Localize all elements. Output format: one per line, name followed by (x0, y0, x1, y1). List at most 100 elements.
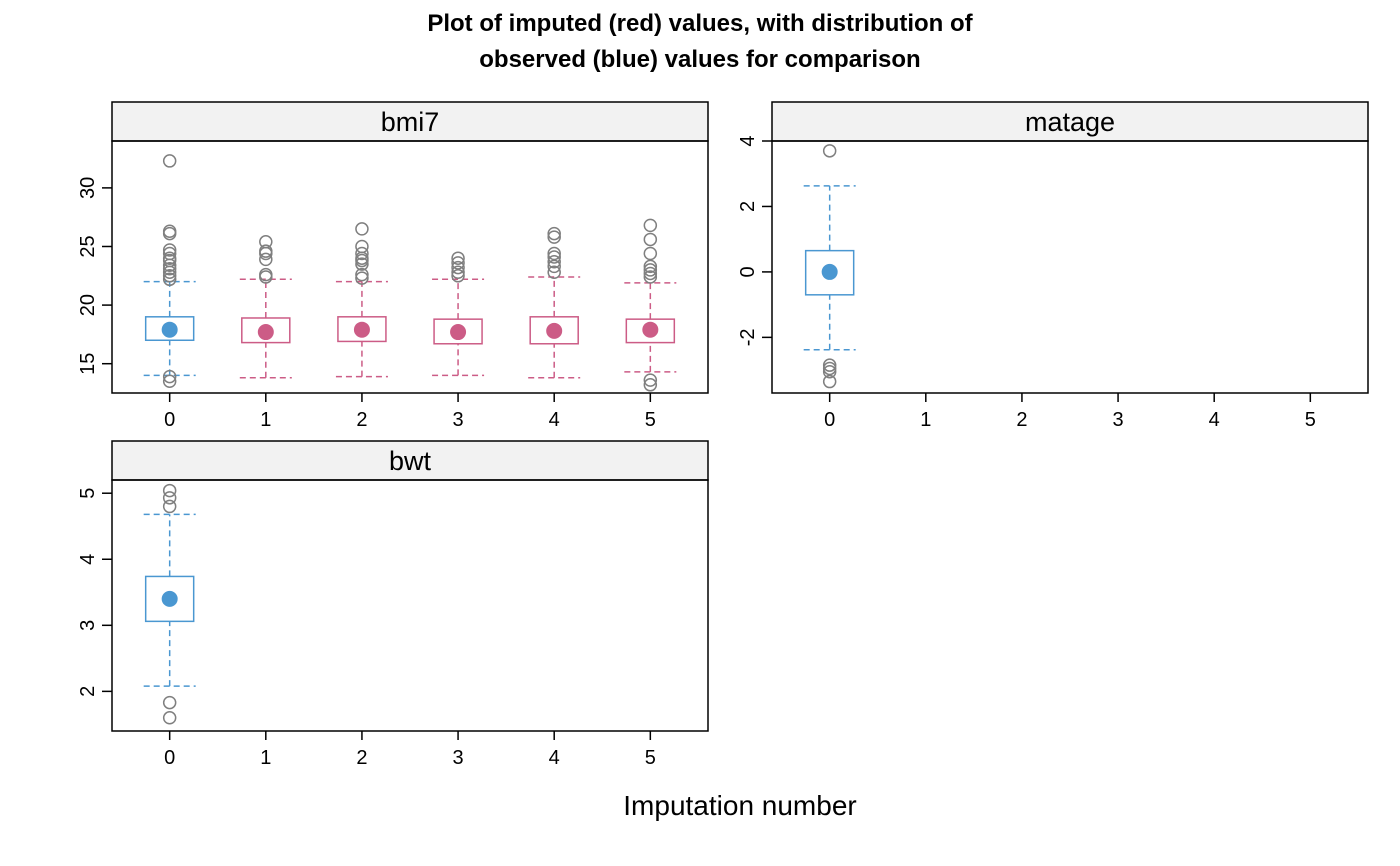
outlier-point-bmi7-2-6 (355, 267, 369, 282)
outlier-point-bmi7-4-2 (547, 246, 561, 261)
outlier-point-bmi7-4-3 (547, 250, 561, 264)
x-tick-label-bmi7-1: 1 (260, 409, 271, 431)
panel-strip-matage (771, 101, 1369, 142)
outlier-point-bwt-0-1 (162, 491, 177, 505)
median-dot-bmi7-0 (161, 321, 178, 338)
outlier-point-bmi7-3-3 (451, 265, 465, 280)
outlier-point-bmi7-1-2 (259, 246, 273, 261)
outlier-point-bmi7-4-1 (547, 230, 561, 244)
outlier-point-matage-0-3 (822, 364, 837, 379)
x-tick-label-bmi7-2: 2 (356, 409, 367, 431)
outlier-point-bmi7-5-4 (643, 263, 658, 277)
outlier-point-bwt-0-0 (162, 483, 177, 498)
outlier-point-bmi7-2-2 (355, 246, 369, 261)
panel-frame-bmi7 (111, 140, 709, 394)
outlier-point-bmi7-0-8 (162, 262, 177, 276)
outlier-point-bmi7-3-4 (451, 269, 465, 283)
outlier-point-matage-0-2 (822, 361, 837, 376)
y-tick-label-bmi7-15: 15 (77, 353, 99, 375)
x-tick-label-bmi7-0: 0 (164, 409, 175, 431)
outlier-point-bmi7-0-10 (162, 269, 177, 283)
median-dot-bmi7-2 (353, 321, 370, 338)
outlier-point-bwt-0-2 (162, 499, 177, 514)
y-tick-label-matage--2: -2 (737, 328, 759, 346)
outlier-point-bmi7-3-2 (451, 260, 465, 275)
y-tick-label-matage-2: 2 (737, 201, 759, 212)
x-tick-label-matage-5: 5 (1305, 409, 1316, 431)
x-tick-label-bwt-4: 4 (549, 747, 560, 769)
x-tick-label-bwt-1: 1 (260, 747, 271, 769)
x-tick-label-matage-0: 0 (824, 409, 835, 431)
outlier-point-bmi7-5-2 (643, 246, 658, 261)
x-tick-label-matage-1: 1 (920, 409, 931, 431)
outlier-point-bmi7-2-5 (355, 257, 369, 271)
outlier-point-bmi7-0-12 (162, 369, 177, 384)
x-axis-label: Imputation number (623, 790, 857, 821)
median-dot-matage-0 (821, 263, 838, 280)
outlier-point-bwt-0-4 (162, 711, 177, 725)
outlier-point-bmi7-1-5 (259, 270, 273, 284)
y-tick-label-matage-4: 4 (737, 135, 759, 146)
x-tick-label-bmi7-3: 3 (453, 409, 464, 431)
panel-frame-matage (771, 140, 1369, 394)
median-dot-bmi7-4 (546, 322, 563, 339)
outlier-point-bmi7-4-5 (547, 259, 561, 274)
outlier-point-bmi7-1-3 (259, 252, 273, 267)
outlier-point-bmi7-5-0 (643, 218, 658, 233)
outlier-point-bmi7-5-3 (643, 259, 658, 274)
x-tick-label-bmi7-5: 5 (645, 409, 656, 431)
y-tick-label-bmi7-20: 20 (77, 294, 99, 316)
y-tick-label-bmi7-25: 25 (77, 235, 99, 257)
outlier-point-bmi7-5-8 (643, 378, 658, 392)
panel-strip-label-matage: matage (1025, 107, 1115, 137)
outlier-point-bmi7-2-1 (355, 239, 369, 254)
x-tick-label-matage-2: 2 (1016, 409, 1027, 431)
outlier-point-bmi7-0-11 (162, 272, 177, 287)
y-tick-label-bwt-4: 4 (77, 554, 99, 565)
outlier-point-matage-0-0 (822, 144, 837, 158)
median-dot-bmi7-5 (642, 321, 659, 338)
y-tick-label-bmi7-30: 30 (77, 177, 99, 199)
panel-strip-bwt (111, 440, 709, 481)
outlier-point-bmi7-4-4 (547, 254, 561, 269)
chart-title-line-1: Plot of imputed (red) values, with distr… (427, 10, 973, 37)
x-tick-label-matage-3: 3 (1113, 409, 1124, 431)
outlier-point-bmi7-5-1 (643, 232, 658, 247)
x-tick-label-bmi7-4: 4 (549, 409, 560, 431)
x-tick-label-bwt-2: 2 (356, 747, 367, 769)
x-tick-label-bwt-0: 0 (164, 747, 175, 769)
median-dot-bmi7-3 (450, 324, 467, 341)
outlier-point-bmi7-0-7 (162, 258, 177, 272)
outlier-point-bmi7-5-7 (643, 373, 658, 387)
y-tick-label-matage-0: 0 (737, 266, 759, 277)
panel-strip-label-bwt: bwt (389, 446, 432, 476)
median-dot-bwt-0 (161, 590, 178, 607)
outlier-point-bmi7-5-6 (643, 270, 658, 284)
outlier-point-bmi7-0-13 (162, 374, 177, 389)
outlier-point-bmi7-2-0 (355, 222, 369, 236)
outlier-point-bmi7-4-0 (547, 226, 561, 241)
y-tick-label-bwt-3: 3 (77, 620, 99, 631)
outlier-point-bmi7-0-0 (162, 154, 177, 168)
x-tick-label-matage-4: 4 (1209, 409, 1220, 431)
outlier-point-bmi7-2-4 (355, 253, 369, 268)
outlier-point-matage-0-4 (822, 374, 837, 389)
outlier-point-bmi7-0-2 (162, 226, 177, 241)
x-tick-label-bwt-3: 3 (453, 747, 464, 769)
panel-frame-bwt (111, 479, 709, 732)
y-tick-label-bwt-2: 2 (77, 686, 99, 697)
outlier-point-bmi7-3-0 (451, 251, 465, 265)
y-tick-label-bwt-5: 5 (77, 488, 99, 499)
outlier-point-bmi7-0-9 (162, 265, 177, 280)
outlier-point-bmi7-0-3 (162, 243, 177, 257)
outlier-point-matage-0-1 (822, 358, 837, 372)
chart-title-line-2: observed (blue) values for comparison (479, 46, 921, 73)
panel-strip-label-bmi7: bmi7 (381, 107, 440, 137)
outlier-point-bmi7-4-6 (547, 265, 561, 280)
outlier-point-bwt-0-3 (162, 695, 177, 710)
median-dot-bmi7-1 (257, 324, 274, 341)
x-tick-label-bwt-5: 5 (645, 747, 656, 769)
outlier-point-bmi7-3-1 (451, 256, 465, 270)
outlier-point-bmi7-2-7 (355, 271, 369, 285)
